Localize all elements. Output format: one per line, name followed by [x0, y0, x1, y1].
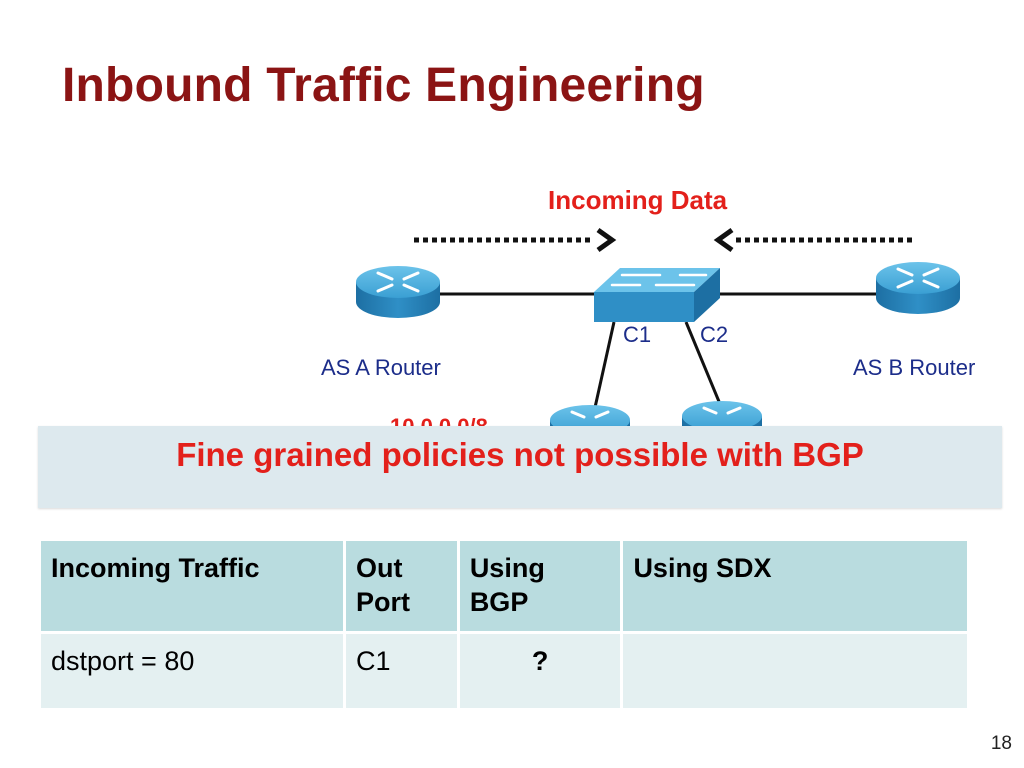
link-c2: [684, 321, 722, 405]
cell-using-bgp: ?: [456, 631, 624, 711]
incoming-arrow-left: [414, 227, 617, 253]
question-mark: ?: [531, 646, 549, 676]
header-using-sdx: Using SDX: [620, 538, 970, 634]
header-using-bgp: Using BGP: [456, 538, 624, 634]
cell-out-port: C1: [343, 631, 460, 711]
incoming-data-label: Incoming Data: [548, 185, 728, 215]
incoming-arrow-right: [713, 227, 916, 253]
slide-title: Inbound Traffic Engineering: [62, 59, 705, 112]
link-c1: [592, 321, 616, 413]
header-out-port: Out Port: [343, 538, 460, 634]
as-a-router-icon: [356, 266, 440, 318]
cell-incoming-traffic: dstport = 80: [37, 631, 347, 711]
page-number: 18: [990, 733, 1012, 754]
table-row: dstport = 80 C1 ?: [37, 631, 970, 711]
cell-using-sdx: [620, 631, 970, 711]
as-a-router-label: AS A Router: [321, 355, 441, 380]
callout-banner: Fine grained policies not possible with …: [38, 426, 1002, 508]
table-header-row: Incoming Traffic Out Port Using BGP Usin…: [37, 538, 970, 634]
traffic-table: Incoming Traffic Out Port Using BGP Usin…: [37, 538, 970, 711]
as-b-router-label: AS B Router: [853, 355, 976, 380]
header-incoming-traffic: Incoming Traffic: [37, 538, 347, 634]
sdx-switch-icon: [594, 268, 720, 322]
as-b-router-icon: [876, 262, 960, 314]
callout-text: Fine grained policies not possible with …: [176, 436, 864, 473]
port-c1-label: C1: [623, 322, 652, 347]
port-c2-label: C2: [700, 322, 729, 347]
